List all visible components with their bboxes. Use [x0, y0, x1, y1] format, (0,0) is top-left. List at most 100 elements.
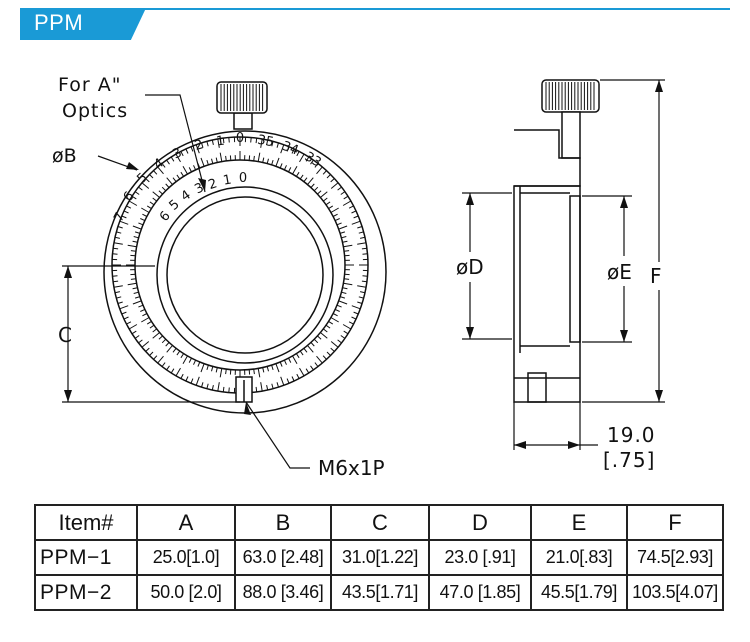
dial-tick — [336, 304, 342, 308]
dial-tick — [113, 242, 123, 245]
b-arrow — [126, 162, 139, 170]
outer-numeral-0: 0 — [236, 131, 244, 146]
column-header-e: E — [530, 504, 628, 541]
dial-tick — [225, 369, 227, 375]
dial-tick — [325, 201, 331, 206]
side-retainer-right — [569, 195, 581, 343]
dial-tick — [180, 171, 185, 177]
dial-tick — [175, 367, 181, 377]
dial-tick — [255, 138, 258, 144]
dial-tick — [316, 166, 323, 175]
dial-tick — [180, 151, 184, 157]
dial-tick — [161, 338, 167, 344]
dial-tick — [283, 165, 287, 171]
dial-tick — [211, 366, 214, 372]
dial-tick — [127, 244, 137, 248]
dial-tick — [126, 321, 132, 325]
outer-numeral-33: 33 — [302, 149, 324, 170]
dial-tick — [299, 350, 304, 356]
dial-tick — [182, 166, 188, 175]
dial-tick — [116, 231, 122, 234]
dial-tick — [161, 186, 167, 192]
dial-tick — [166, 345, 173, 353]
dial-tick — [123, 316, 129, 320]
dial-tick — [330, 317, 339, 323]
dial-tick — [257, 368, 261, 378]
dial-tick — [280, 376, 285, 386]
dial-tick — [291, 148, 295, 154]
dial-tick — [219, 152, 223, 162]
dial-tick — [131, 330, 137, 335]
dial-tick — [112, 275, 118, 277]
dial-tick — [114, 291, 121, 294]
dial-tick — [358, 296, 364, 299]
label-optics-line2: Optics — [62, 100, 128, 122]
dial-tick-marks — [112, 137, 368, 393]
dial-tick — [117, 301, 123, 304]
dial-tick — [343, 244, 353, 248]
dial-tick — [138, 304, 144, 308]
inner-numeral-5: 5 — [167, 197, 183, 214]
inner-numeral-1: 1 — [222, 172, 233, 188]
label-b: øB — [52, 145, 77, 167]
dial-tick — [310, 365, 314, 371]
dial-tick — [200, 157, 205, 167]
side-view — [513, 79, 600, 403]
dial-tick — [132, 300, 142, 305]
dial-tick — [131, 195, 137, 200]
dial-tick — [145, 178, 150, 183]
dial-tick — [128, 200, 138, 206]
dial-tick — [351, 210, 357, 214]
front-knob — [216, 81, 268, 114]
dial-tick — [342, 324, 352, 330]
dial-tick — [340, 191, 346, 195]
dial-tick — [257, 152, 261, 162]
dial-tick — [351, 316, 357, 320]
dial-tick — [161, 362, 166, 367]
label-d: øD — [456, 255, 484, 279]
d-arrow-bottom — [466, 327, 474, 339]
column-header-f: F — [626, 504, 724, 541]
dial-tick — [332, 213, 338, 217]
dial-tick — [215, 157, 218, 163]
dial-numerals: 0 1 2 3 4 5 6 7 35 34 33 0 1 2 3 4 5 6 — [111, 131, 323, 225]
dial-tick — [313, 338, 319, 344]
label-thickness-mm: 19.0 — [607, 423, 656, 447]
dial-tick — [188, 167, 192, 173]
dial-tick — [334, 308, 340, 312]
dial-tick — [336, 222, 342, 226]
dial-tick — [307, 345, 314, 353]
dial-tick — [307, 177, 314, 185]
dial-tick — [146, 205, 152, 210]
dial-tick — [357, 242, 367, 245]
dial-tick — [276, 382, 279, 388]
dial-tick — [326, 174, 331, 179]
dial-tick — [152, 191, 160, 198]
dial-tick — [342, 240, 348, 243]
column-header-a: A — [136, 504, 236, 541]
dial-tick — [266, 366, 269, 372]
dial-tick — [322, 355, 327, 360]
dial-tick — [152, 328, 158, 333]
dial-tick — [217, 382, 220, 392]
dial-tick — [344, 250, 350, 252]
label-thread: M6x1P — [318, 456, 385, 480]
dial-tick — [330, 341, 339, 348]
dial-tick — [206, 159, 209, 166]
outer-numeral-35: 35 — [256, 133, 275, 151]
dial-tick — [348, 321, 354, 325]
dial-tick — [303, 177, 308, 183]
dial-tick — [138, 222, 144, 226]
dial-tick — [166, 177, 173, 185]
dial-tick — [157, 166, 164, 175]
table-cell-b: 88.0 [3.46] — [234, 574, 332, 611]
dial-tick — [326, 351, 331, 356]
dial-tick — [353, 311, 359, 315]
dial-tick — [339, 296, 346, 299]
dial-tick — [280, 144, 285, 154]
dial-tick — [182, 355, 188, 364]
side-knob-knurling — [545, 82, 595, 110]
dial-tick — [250, 137, 252, 143]
dial-tick — [215, 367, 218, 373]
table-row: PPM−2 50.0 [2.0] 88.0 [3.46] 43.5[1.71] … — [34, 574, 724, 611]
